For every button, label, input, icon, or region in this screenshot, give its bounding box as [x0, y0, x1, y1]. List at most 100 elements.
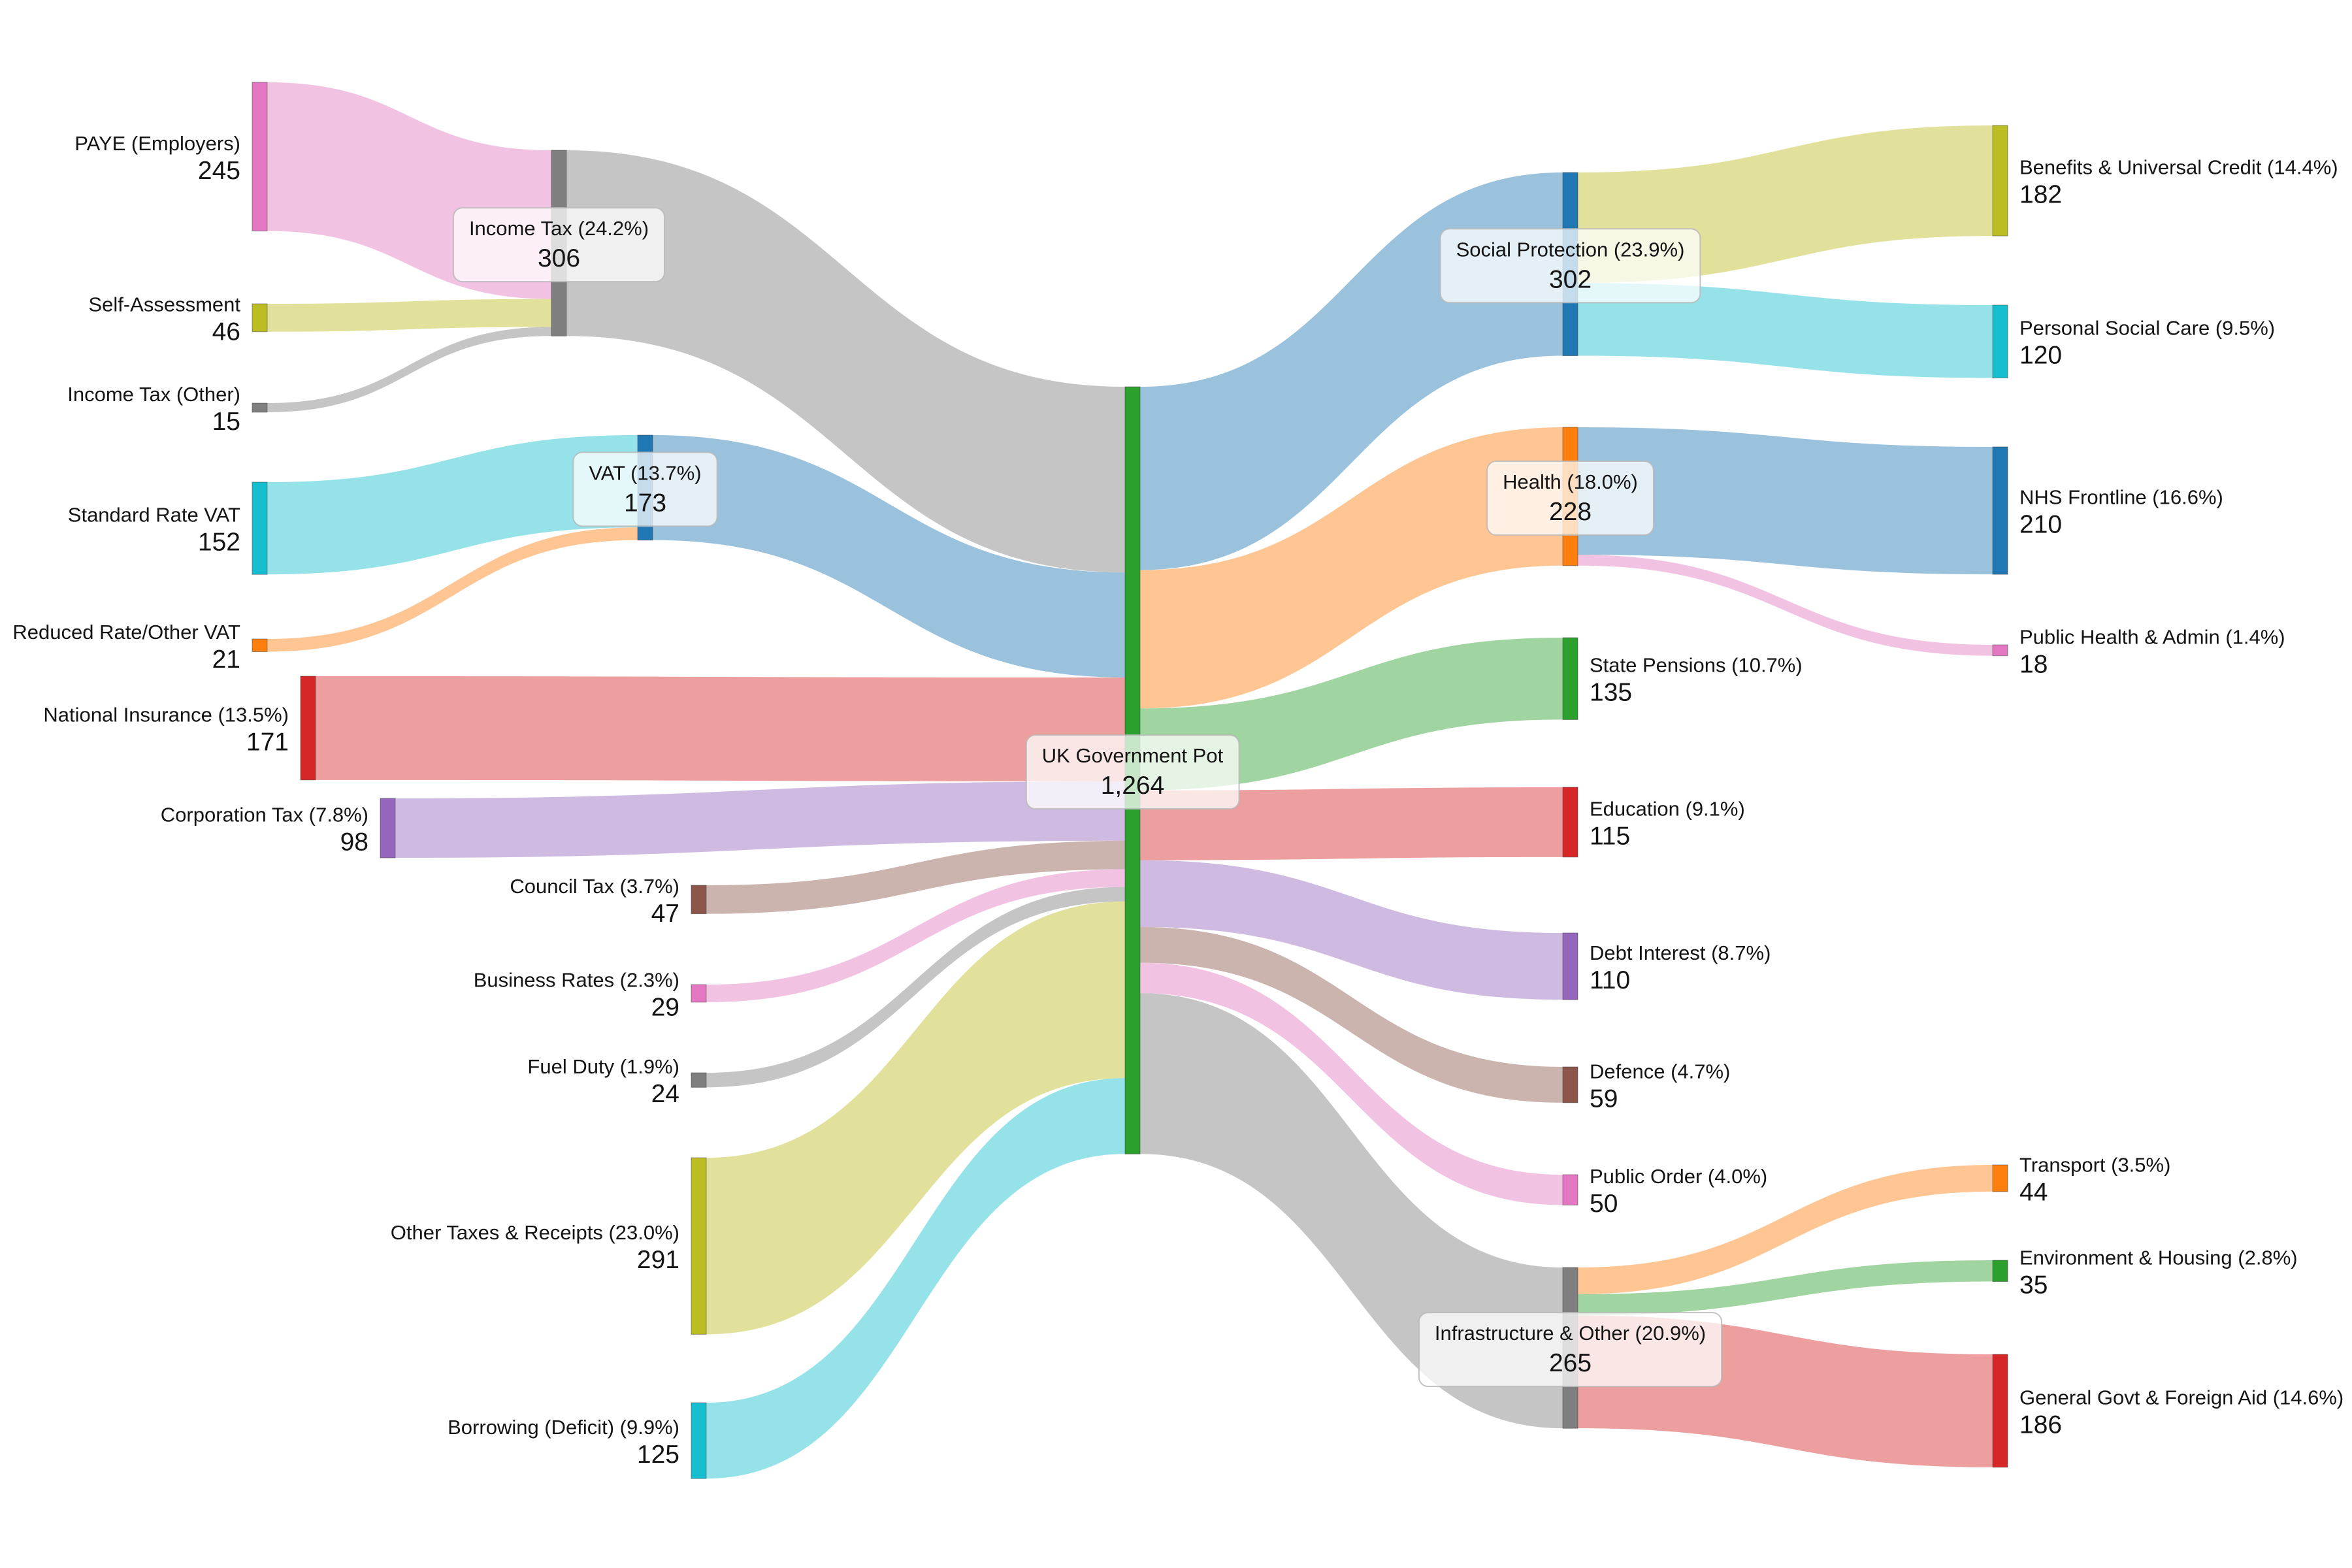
label-borrowing: Borrowing (Deficit) (9.9%)125	[448, 1416, 679, 1469]
label-name-pot: UK Government Pot	[1042, 744, 1224, 767]
label-transport: Transport (3.5%)44	[2019, 1153, 2170, 1206]
label-value-national-insurance: 171	[246, 728, 289, 756]
label-value-pot: 1,264	[1101, 772, 1165, 800]
node-state-pensions	[1562, 637, 1578, 720]
label-personal-social-care: Personal Social Care (9.5%)120	[2019, 317, 2275, 370]
label-box-rect-health	[1486, 460, 1654, 536]
link-pot-state-pensions	[1140, 638, 1563, 791]
label-value-other-taxes: 291	[637, 1246, 679, 1274]
link-pot-health	[1140, 427, 1563, 709]
node-self-assessment	[252, 303, 268, 333]
label-name-infrastructure: Infrastructure & Other (20.9%)	[1435, 1322, 1706, 1345]
node-paye	[252, 82, 268, 232]
node-borrowing	[691, 1402, 707, 1479]
node-council-tax	[691, 885, 707, 915]
label-value-benefits: 182	[2019, 181, 2062, 209]
link-health-public-health	[1578, 555, 1993, 656]
label-name-environment: Environment & Housing (2.8%)	[2019, 1246, 2298, 1269]
node-income-tax-other	[252, 402, 268, 413]
label-value-health: 228	[1549, 498, 1592, 526]
link-infrastructure-environment	[1578, 1260, 1993, 1316]
label-value-corporation-tax: 98	[340, 828, 368, 857]
node-fuel-duty	[691, 1072, 707, 1088]
label-name-defence: Defence (4.7%)	[1590, 1060, 1730, 1083]
node-public-health	[1992, 644, 2008, 657]
label-fuel-duty: Fuel Duty (1.9%)24	[527, 1055, 679, 1108]
label-box-rect-pot	[1025, 734, 1240, 810]
label-name-council-tax: Council Tax (3.7%)	[510, 875, 679, 898]
node-reduced-vat	[252, 638, 268, 653]
link-infrastructure-transport	[1578, 1165, 1993, 1294]
node-defence	[1562, 1066, 1578, 1103]
link-corporation-tax-pot	[395, 781, 1125, 858]
node-national-insurance	[300, 676, 316, 781]
link-pot-public-order	[1140, 962, 1563, 1205]
node-debt-interest	[1562, 932, 1578, 1000]
label-general-govt: General Govt & Foreign Aid (14.6%)186	[2019, 1386, 2344, 1439]
label-value-debt-interest: 110	[1590, 966, 1630, 994]
label-name-debt-interest: Debt Interest (8.7%)	[1590, 941, 1771, 964]
link-reduced-vat-vat	[267, 527, 638, 652]
link-fuel-duty-pot	[706, 887, 1125, 1088]
label-value-income-tax-other: 15	[212, 408, 240, 436]
link-social-protection-personal-social-care	[1578, 283, 1993, 378]
label-box-rect-vat	[572, 451, 718, 527]
node-nhs-frontline	[1992, 446, 2008, 575]
label-value-transport: 44	[2019, 1178, 2048, 1206]
label-value-paye: 245	[198, 157, 240, 185]
link-pot-defence	[1140, 926, 1563, 1103]
link-pot-debt-interest	[1140, 860, 1563, 1000]
label-value-infrastructure: 265	[1549, 1349, 1592, 1377]
label-name-public-order: Public Order (4.0%)	[1590, 1165, 1767, 1188]
label-value-personal-social-care: 120	[2019, 342, 2062, 370]
node-business-rates	[691, 984, 707, 1003]
label-public-health: Public Health & Admin (1.4%)18	[2019, 625, 2285, 678]
label-box-social-protection: Social Protection (23.9%) 302	[1439, 228, 1701, 304]
label-value-state-pensions: 135	[1590, 679, 1632, 707]
label-box-rect-social-protection	[1439, 228, 1701, 304]
label-value-education: 115	[1590, 822, 1630, 850]
link-income-tax-other-income-tax	[267, 327, 551, 412]
link-other-taxes-pot	[706, 901, 1125, 1335]
node-education	[1562, 787, 1578, 858]
node-standard-vat	[252, 482, 268, 575]
label-box-rect-infrastructure	[1418, 1312, 1723, 1388]
label-value-social-protection: 302	[1549, 265, 1592, 293]
label-name-state-pensions: State Pensions (10.7%)	[1590, 654, 1803, 677]
label-name-social-protection: Social Protection (23.9%)	[1456, 238, 1685, 261]
label-value-standard-vat: 152	[198, 529, 240, 557]
link-pot-education	[1140, 787, 1563, 860]
label-box-infrastructure: Infrastructure & Other (20.9%) 265	[1418, 1312, 1723, 1388]
label-box-income-tax: Income Tax (24.2%)306	[452, 207, 666, 283]
label-value-fuel-duty: 24	[651, 1080, 679, 1108]
node-general-govt	[1992, 1354, 2008, 1468]
label-environment: Environment & Housing (2.8%)35	[2019, 1246, 2298, 1299]
label-business-rates: Business Rates (2.3%)29	[474, 968, 679, 1021]
label-name-business-rates: Business Rates (2.3%)	[474, 968, 679, 991]
label-name-public-health: Public Health & Admin (1.4%)	[2019, 625, 2285, 648]
link-borrowing-pot	[706, 1078, 1125, 1479]
link-standard-vat-vat	[267, 435, 638, 575]
node-corporation-tax	[380, 798, 396, 858]
link-self-assessment-income-tax	[267, 299, 551, 332]
label-debt-interest: Debt Interest (8.7%)110	[1590, 941, 1771, 994]
label-defence: Defence (4.7%)59	[1590, 1060, 1730, 1113]
label-value-reduced-vat: 21	[212, 645, 240, 674]
label-name-national-insurance: National Insurance (13.5%)	[43, 703, 289, 726]
label-name-education: Education (9.1%)	[1590, 797, 1745, 820]
label-box-pot: UK Government Pot 1,264	[1025, 734, 1240, 810]
label-value-self-assessment: 46	[212, 318, 240, 346]
label-value-general-govt: 186	[2019, 1411, 2062, 1439]
label-value-income-tax: 306	[538, 244, 580, 272]
node-transport	[1992, 1164, 2008, 1192]
label-box-rect-income-tax	[452, 207, 666, 283]
label-name-general-govt: General Govt & Foreign Aid (14.6%)	[2019, 1386, 2344, 1409]
label-paye: PAYE (Employers)245	[74, 132, 240, 185]
label-benefits: Benefits & Universal Credit (14.4%)182	[2019, 156, 2338, 209]
label-name-income-tax-other: Income Tax (Other)	[67, 383, 240, 406]
